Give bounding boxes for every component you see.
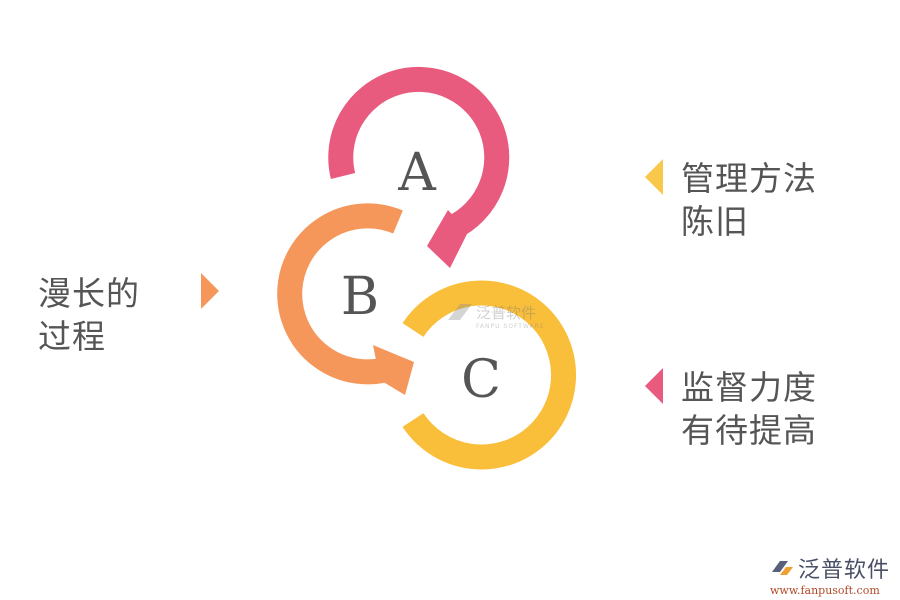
label-left-line1: 漫长的 xyxy=(38,274,140,313)
left-pointer-icon-bottom xyxy=(645,368,663,404)
watermark-name: 泛普软件 xyxy=(476,304,536,322)
label-right-top-line1: 管理方法 xyxy=(681,159,817,198)
ring-a-letter: A xyxy=(397,143,437,203)
brand-name: 泛普软件 xyxy=(798,558,891,583)
label-right-bottom-line1: 监督力度 xyxy=(681,368,817,407)
ring-a-arrowhead xyxy=(427,210,468,268)
ring-b-arc xyxy=(277,203,403,385)
right-pointer-icon xyxy=(201,273,219,309)
ring-c-arc xyxy=(402,280,577,470)
brand-logo-icon xyxy=(772,561,793,575)
ring-a-arc xyxy=(328,66,510,240)
label-right-bottom-line2: 有待提高 xyxy=(681,411,817,450)
left-pointer-icon-top xyxy=(645,159,663,195)
ring-c-letter: C xyxy=(461,350,501,410)
ring-c xyxy=(402,280,577,470)
label-left-line2: 过程 xyxy=(38,317,106,356)
watermark: 泛普软件 FANPU SOFTWARE xyxy=(448,304,545,330)
ring-a xyxy=(328,66,510,268)
label-right-top-line2: 陈旧 xyxy=(681,202,749,241)
ring-b-letter: B xyxy=(341,267,379,327)
label-right-top: 管理方法 陈旧 xyxy=(681,157,817,243)
brand-url: www.fanpusoft.com xyxy=(770,584,880,597)
label-left: 漫长的 过程 xyxy=(38,272,140,358)
ring-b-arrowhead xyxy=(373,345,414,395)
brand-logo: 泛普软件 www.fanpusoft.com xyxy=(770,552,895,597)
ring-b xyxy=(277,203,414,395)
watermark-logo-icon xyxy=(448,304,472,320)
label-right-bottom: 监督力度 有待提高 xyxy=(681,366,817,452)
watermark-sub: FANPU SOFTWARE xyxy=(476,323,545,330)
